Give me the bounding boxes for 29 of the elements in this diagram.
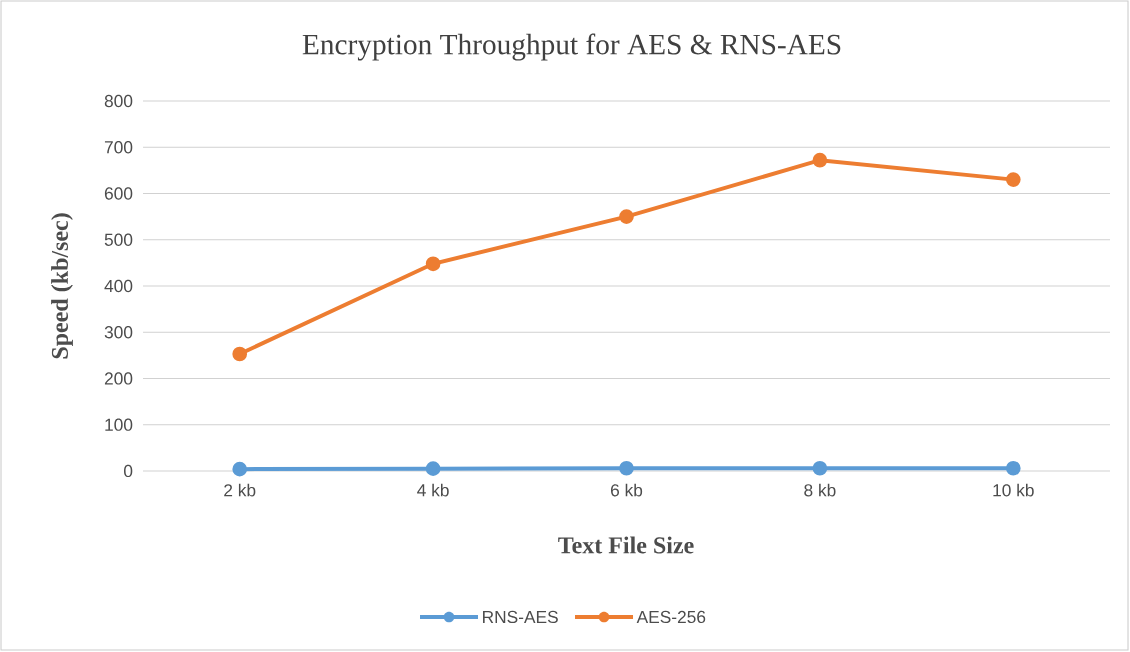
y-tick-label: 800 [104, 94, 133, 108]
point [619, 209, 634, 224]
point [1005, 172, 1021, 187]
x-tick-label: 10 kb [993, 483, 1034, 497]
legend-label: RNS-AES [483, 610, 558, 624]
axis-title: Text File Size [558, 536, 694, 554]
y-tick-label: 300 [104, 326, 133, 339]
y-tick-label: 500 [104, 233, 133, 246]
point [619, 460, 634, 476]
y-tick-label: 100 [105, 418, 133, 431]
x-tick-label: 6 kb [611, 483, 643, 497]
y-tick-label: 700 [104, 141, 133, 154]
axis-title: Speed (kb/sec) [51, 213, 73, 359]
point [425, 461, 441, 477]
point [232, 461, 248, 477]
y-tick-label: 600 [104, 187, 133, 200]
x-tick-label: 8 kb [804, 483, 836, 497]
point [425, 256, 441, 272]
legend-label: AES-256 [636, 610, 706, 624]
point [812, 152, 828, 168]
chart-title: Encryption Throughput for AES & RNS-AES [302, 33, 841, 61]
y-tick-label: 0 [124, 464, 133, 478]
y-tick-label: 200 [104, 372, 133, 385]
y-tick-label: 400 [104, 279, 133, 293]
point [812, 460, 828, 476]
point [1005, 460, 1021, 476]
x-tick-label: 4 kb [417, 483, 449, 497]
x-tick-label: 2 kb [224, 483, 256, 497]
point [232, 346, 248, 362]
